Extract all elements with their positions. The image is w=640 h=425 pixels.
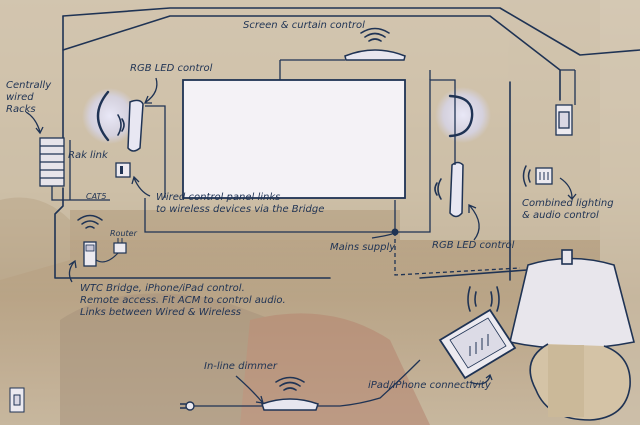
- mains-arrow: [371, 233, 393, 239]
- label-inline-dimmer: In-line dimmer: [204, 361, 277, 372]
- label-combined-lighting-audio: Combined lighting & audio control: [522, 198, 614, 221]
- wireless-signal-icon: [360, 27, 390, 42]
- light-switch-icon: [9, 387, 25, 413]
- racks-arrow: [25, 111, 44, 135]
- ipad-arrow: [469, 373, 493, 385]
- cat5-line: [51, 186, 110, 201]
- label-mains-supply: Mains supply: [330, 242, 396, 253]
- router-cable: [95, 252, 119, 263]
- mains-supply-line: [394, 232, 521, 276]
- mains-junction: [391, 228, 399, 236]
- dimmer-arrow: [235, 375, 264, 404]
- wireless-signal-icon: [117, 114, 125, 136]
- ipad-icon[interactable]: [438, 308, 517, 380]
- ceiling-line: [62, 7, 640, 56]
- wall-light-icon: [555, 104, 573, 136]
- combined-arrow: [559, 177, 577, 200]
- screen-control-wire: [279, 59, 345, 80]
- wireless-signal-icon: [275, 376, 305, 391]
- label-screen-curtain-control: Screen & curtain control: [243, 20, 365, 31]
- led-lamp-icon: [448, 94, 474, 138]
- wireless-signal-icon: [522, 165, 531, 187]
- wall-left-slope: [62, 15, 561, 101]
- wireless-signal-icon: [77, 214, 103, 229]
- table-lamp-icon: [509, 249, 635, 421]
- wall-outline: [54, 15, 528, 279]
- label-router: Router: [110, 229, 137, 238]
- label-rgb-led-control-top: RGB LED control: [130, 63, 213, 74]
- centrally-wired-racks: [39, 137, 65, 187]
- label-wired-control-panel: Wired control panel links to wireless de…: [156, 192, 325, 215]
- label-rak-link: Rak link: [68, 150, 108, 161]
- label-wtc-bridge: WTC Bridge, iPhone/iPad control. Remote …: [80, 283, 286, 318]
- dimmer-cable: [190, 359, 421, 407]
- rgb-led-control-left[interactable]: [127, 99, 144, 152]
- panel-arrow: [131, 175, 151, 197]
- projection-screen: [182, 79, 406, 199]
- plug-icon: [180, 401, 195, 411]
- rgb-top-arrow: [144, 77, 158, 104]
- rgb-right-arrow: [468, 204, 480, 241]
- inline-dimmer-device[interactable]: [261, 398, 319, 411]
- label-cat5: CAT5: [86, 192, 107, 201]
- label-ipad-connectivity: iPad/iPhone connectivity: [368, 380, 491, 391]
- bridge-arrow: [68, 259, 77, 283]
- wireless-signal-icon: [434, 178, 442, 200]
- wire-to-led: [69, 105, 396, 233]
- rgb-led-control-right[interactable]: [449, 161, 464, 218]
- wireless-signal-icon: [467, 286, 500, 312]
- label-rgb-led-control-right: RGB LED control: [432, 240, 515, 251]
- wire-to-wall-light: [429, 69, 575, 80]
- label-centrally-wired-racks: Centrally wired Racks: [6, 80, 52, 115]
- led-lamp-icon: [96, 90, 110, 142]
- screen-curtain-control[interactable]: [344, 49, 406, 61]
- router-icon[interactable]: [113, 242, 127, 254]
